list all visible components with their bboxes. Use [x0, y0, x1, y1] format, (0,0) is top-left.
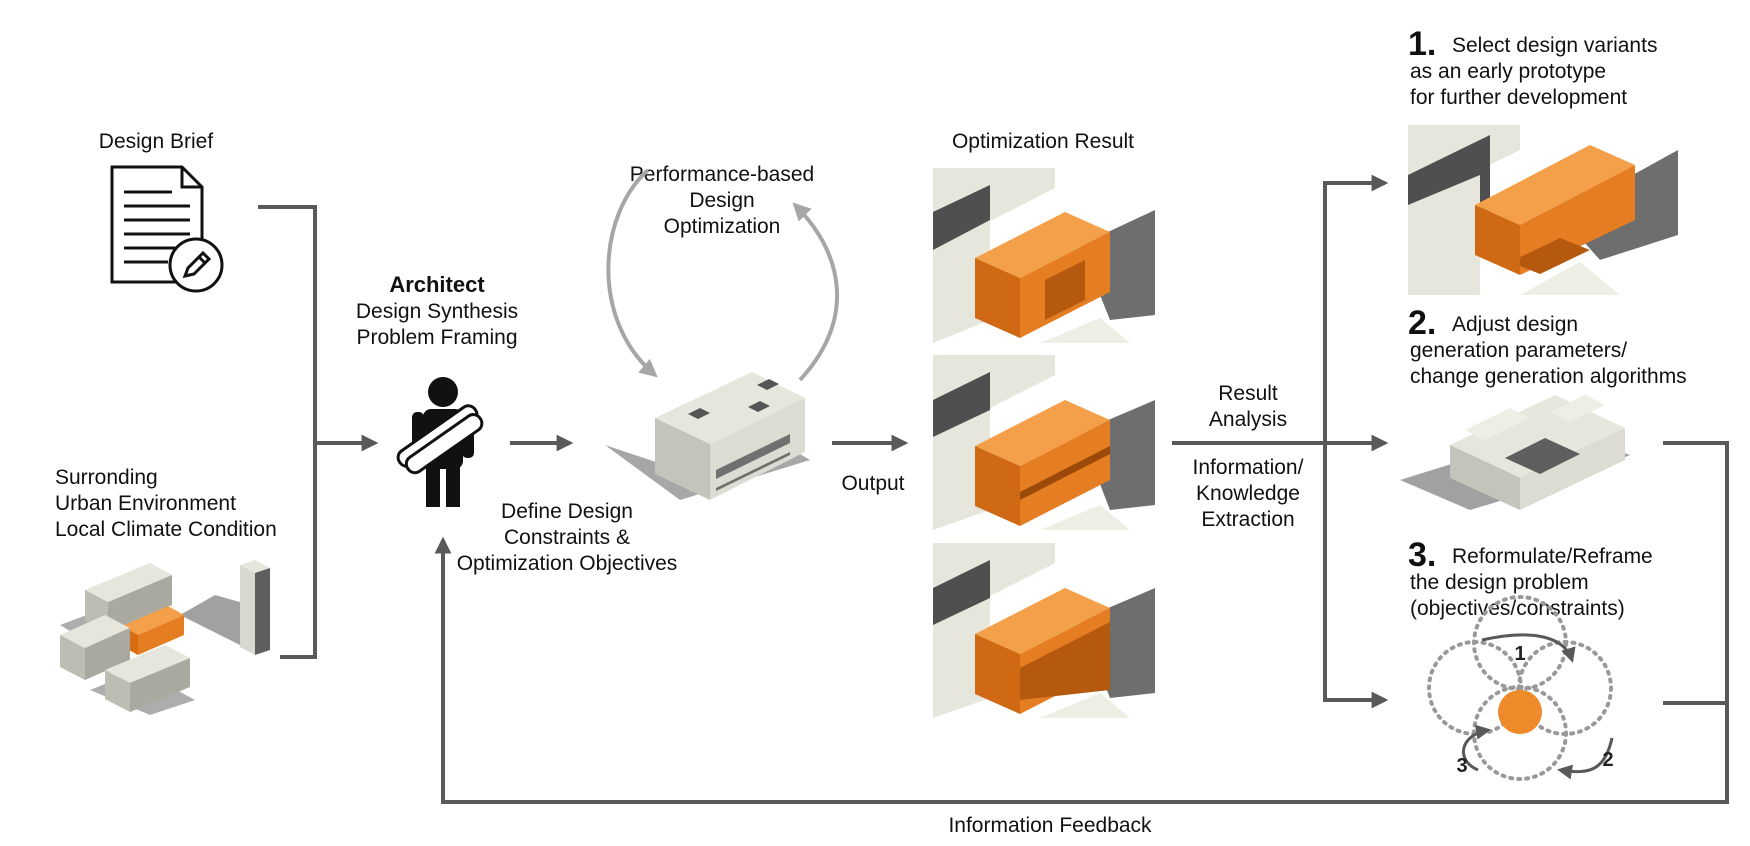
surrounding-label-3: Local Climate Condition: [55, 518, 277, 541]
cycle-number-1: 1: [1514, 643, 1525, 665]
focus-dot: [1498, 690, 1542, 734]
option-3-line-1: Reformulate/Reframe: [1452, 545, 1653, 568]
option-3-number: 3.: [1408, 536, 1436, 574]
pencil-icon: [182, 250, 212, 279]
input-bracket: [258, 205, 379, 659]
analysis-branch-arrows: [1172, 174, 1389, 709]
surrounding-label-1: Surronding: [55, 466, 158, 489]
option-3-line-2: the design problem: [1410, 571, 1589, 594]
architect-sub-2: Problem Framing: [356, 326, 517, 349]
result-panel-2: [933, 355, 1155, 530]
optimization-loop-arrows: [606, 168, 840, 382]
cycle-number-3: 3: [1456, 755, 1467, 777]
info-extraction-label-1: Information/: [1193, 456, 1304, 479]
massing-model: [605, 372, 810, 500]
document-icon: [110, 165, 224, 293]
option-1-number: 1.: [1408, 25, 1436, 63]
option-3-line-3: (objectives/constraints): [1410, 597, 1625, 620]
information-feedback-label: Information Feedback: [948, 814, 1152, 837]
architect-sub-1: Design Synthesis: [356, 300, 518, 323]
selected-variant-model: [1408, 125, 1678, 295]
result-analysis-label-2: Analysis: [1209, 408, 1287, 431]
option-2-line-3: change generation algorithms: [1410, 365, 1687, 388]
option-2-number: 2.: [1408, 304, 1436, 342]
result-analysis-label-1: Result: [1218, 382, 1278, 405]
info-extraction-label-3: Extraction: [1201, 508, 1294, 531]
result-panel-3: [933, 543, 1155, 718]
define-label-3: Optimization Objectives: [457, 552, 678, 575]
optimization-label-3: Optimization: [664, 215, 781, 238]
optimization-label-2: Design: [689, 189, 754, 212]
output-label: Output: [841, 472, 904, 495]
define-label-2: Constraints &: [504, 526, 630, 549]
define-label-1: Define Design: [501, 500, 633, 523]
option-1-line-1: Select design variants: [1452, 34, 1657, 57]
option-1-line-3: for further development: [1410, 86, 1627, 109]
urban-context-model: [60, 560, 270, 715]
option-1-line-2: as an early prototype: [1410, 60, 1606, 83]
reframe-cycle-diagram: 1 2 3: [1427, 595, 1614, 781]
option-2-line-1: Adjust design: [1452, 313, 1578, 336]
info-extraction-label-2: Knowledge: [1196, 482, 1300, 505]
adjusted-parameters-model: [1400, 395, 1630, 510]
optimization-label-1: Performance-based: [630, 163, 814, 186]
feedback-loop-arrow: [434, 441, 1729, 804]
optimization-result-label: Optimization Result: [952, 130, 1134, 153]
surrounding-label-2: Urban Environment: [55, 492, 236, 515]
option-2-line-2: generation parameters/: [1410, 339, 1627, 362]
cycle-number-2: 2: [1602, 749, 1613, 771]
design-brief-label: Design Brief: [99, 130, 214, 153]
architect-figure-icon: [396, 377, 484, 507]
result-panel-1: [933, 168, 1155, 343]
architect-title: Architect: [389, 272, 485, 297]
